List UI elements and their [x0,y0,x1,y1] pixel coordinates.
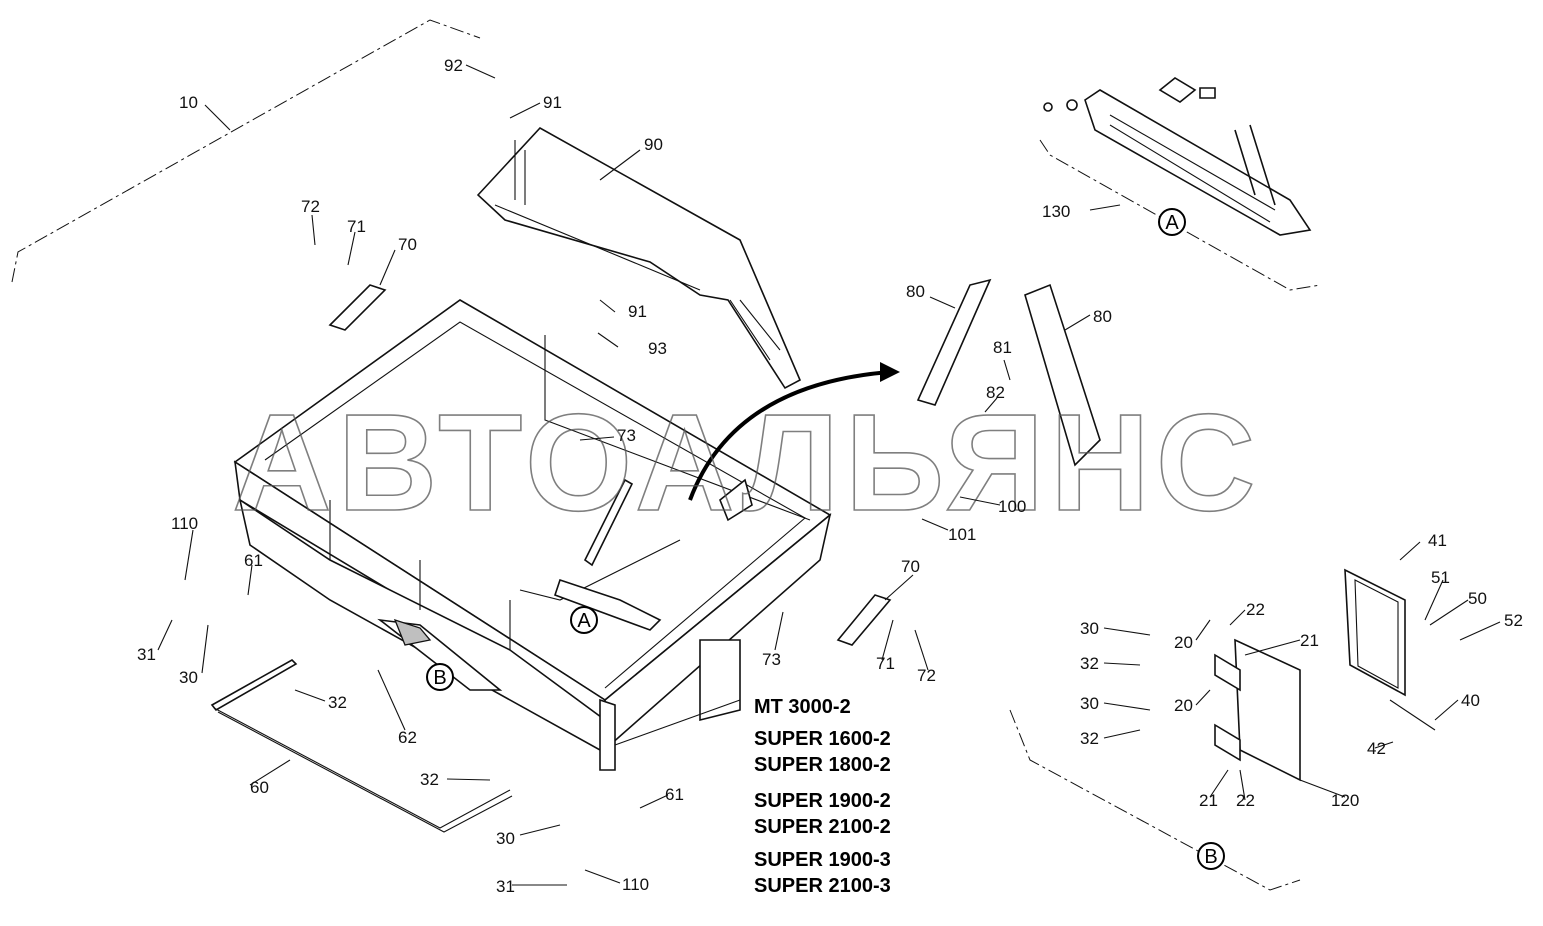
direction-arrow [688,370,891,501]
callout-32: 32 [328,693,347,712]
svg-text:B: B [1204,846,1217,868]
model-label: SUPER 1900-2 [754,790,891,812]
callout-72: 72 [301,197,320,216]
svg-text:A: A [1165,212,1179,234]
model-label: SUPER 1600-2 [754,728,891,750]
callout-72: 72 [917,666,936,685]
callout-101: 101 [948,525,976,544]
callout-22: 22 [1236,791,1255,810]
callout-22: 22 [1246,600,1265,619]
callout-120: 120 [1331,791,1359,810]
mount-pad-70 [328,284,892,646]
leader-lines [157,64,1501,886]
side-plate-90 [476,126,802,390]
callout-30: 30 [1080,694,1099,713]
callout-70: 70 [901,557,920,576]
callout-32: 32 [1080,654,1099,673]
model-list: MT 3000-2 SUPER 1600-2 SUPER 1800-2 SUPE… [754,696,891,897]
callout-80: 80 [1093,307,1112,326]
callout-32: 32 [420,770,439,789]
callout-51: 51 [1431,568,1450,587]
callouts: 10 92 91 90 72 71 70 91 93 73 130 80 80 … [137,56,1523,896]
model-label: MT 3000-2 [754,696,851,718]
svg-text:A: A [577,610,591,632]
callout-71: 71 [876,654,895,673]
callout-50: 50 [1468,589,1487,608]
callout-40: 40 [1461,691,1480,710]
detail-badge-a-main: A [570,606,598,634]
callout-30: 30 [496,829,515,848]
callout-31: 31 [496,877,515,896]
callout-21: 21 [1300,631,1319,650]
callout-82: 82 [986,383,1005,402]
callout-100: 100 [998,497,1026,516]
callout-62: 62 [398,728,417,747]
callout-93: 93 [648,339,667,358]
bracket-130 [1043,77,1312,236]
callout-41: 41 [1428,531,1447,550]
callout-10: 10 [179,93,198,112]
plates-80 [916,278,1101,467]
callout-31: 31 [137,645,156,664]
hopper-body [233,299,832,771]
callout-30: 30 [179,668,198,687]
callout-61: 61 [665,785,684,804]
callout-21: 21 [1199,791,1218,810]
callout-110: 110 [171,514,198,533]
callout-81: 81 [993,338,1012,357]
callout-42: 42 [1367,739,1386,758]
rod-60 [210,659,513,833]
callout-91: 91 [543,93,562,112]
callout-130: 130 [1042,202,1070,221]
callout-32: 32 [1080,729,1099,748]
model-label: SUPER 1900-3 [754,849,891,871]
detail-badge-a-inset: A [1158,208,1186,236]
arrowhead [880,362,900,382]
model-label: SUPER 2100-3 [754,875,891,897]
callout-80: 80 [906,282,925,301]
detail-b-panel [1214,568,1436,782]
watermark-text: АВТОАЛЬЯНС [232,386,1261,540]
svg-text:B: B [433,667,446,689]
model-label: SUPER 1800-2 [754,754,891,776]
detail-badge-b-main: B [426,663,454,691]
model-label: SUPER 2100-2 [754,816,891,838]
detail-badge-b-inset: B [1197,842,1225,870]
callout-92: 92 [444,56,463,75]
callout-20: 20 [1174,696,1193,715]
callout-60: 60 [250,778,269,797]
callout-52: 52 [1504,611,1523,630]
callout-73: 73 [617,426,636,445]
callout-90: 90 [644,135,663,154]
callout-73: 73 [762,650,781,669]
callout-30: 30 [1080,619,1099,638]
callout-71: 71 [347,217,366,236]
callout-20: 20 [1174,633,1193,652]
callout-91: 91 [628,302,647,321]
callout-61: 61 [244,551,263,570]
callout-110: 110 [622,875,649,894]
callout-70: 70 [398,235,417,254]
